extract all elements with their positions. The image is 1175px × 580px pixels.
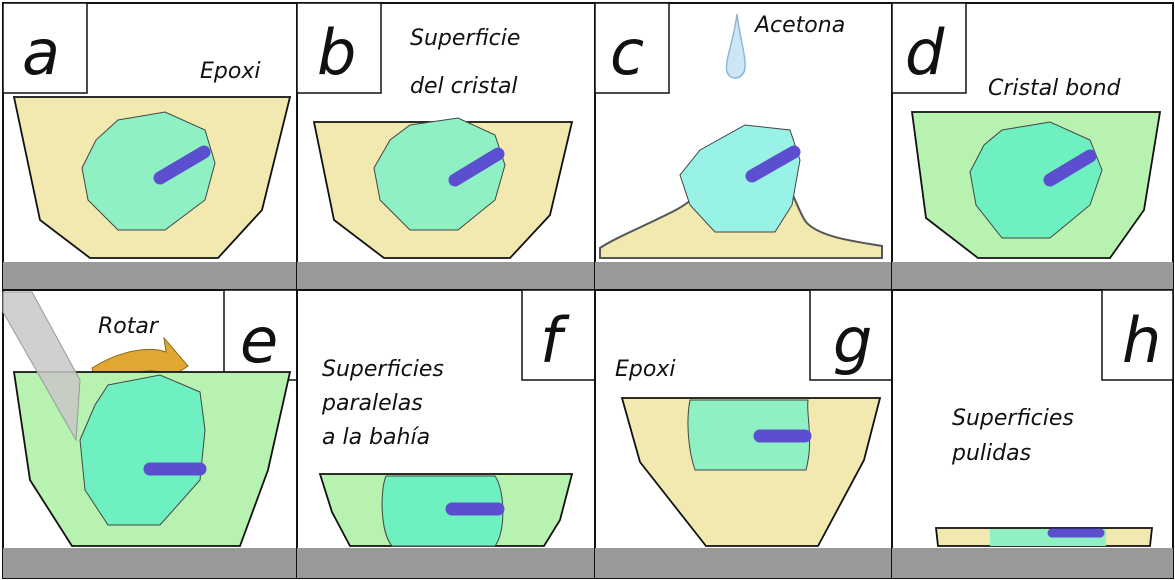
base-plate bbox=[892, 262, 1173, 290]
letter-box bbox=[1101, 289, 1174, 381]
crystal bbox=[79, 374, 206, 526]
annotation-line: a la bahía bbox=[322, 425, 430, 450]
epoxy-mount bbox=[620, 397, 882, 547]
panel-a: a Epoxi bbox=[2, 2, 298, 291]
crystal bbox=[969, 121, 1103, 239]
letter-box bbox=[296, 2, 382, 94]
base-plate bbox=[3, 548, 297, 578]
crystal bbox=[373, 117, 506, 231]
base-plate bbox=[297, 548, 595, 578]
annotation-line: Superficies bbox=[322, 357, 444, 382]
letter-box bbox=[891, 2, 967, 94]
annotation-line: del cristal bbox=[410, 74, 518, 99]
melt-inclusion bbox=[745, 145, 801, 183]
panel-letter: g bbox=[833, 304, 872, 377]
letter-box bbox=[521, 289, 596, 381]
acetone-drop bbox=[725, 13, 746, 79]
letter-box bbox=[594, 2, 670, 94]
panel-c: c Acetona bbox=[594, 2, 893, 291]
panel-letter: e bbox=[240, 304, 278, 377]
melt-inclusion bbox=[448, 147, 505, 187]
base-plate bbox=[892, 548, 1173, 578]
letter-box bbox=[2, 2, 88, 94]
base-plate bbox=[595, 262, 892, 290]
panel-g: g Epoxi bbox=[594, 289, 893, 579]
letter-box bbox=[223, 289, 298, 381]
annotation-line: Epoxi bbox=[200, 59, 260, 84]
annotation-line: Acetona bbox=[753, 13, 845, 38]
panel-f: f Superficies paralelas a la bahía bbox=[296, 289, 596, 579]
panel-b: b Superficie del cristal bbox=[296, 2, 596, 291]
panel-letter: b bbox=[317, 16, 356, 89]
annotation-line: paralelas bbox=[321, 391, 423, 416]
crystal bbox=[81, 111, 216, 231]
annotation-line: Superficie bbox=[410, 26, 520, 51]
crystal bbox=[381, 475, 504, 547]
annotation-line: Superficies bbox=[952, 406, 1074, 431]
annotation-line: Cristal bond bbox=[988, 76, 1122, 101]
base-plate bbox=[3, 262, 297, 290]
panel-e: e Rotar bbox=[2, 289, 298, 579]
annotation-line: pulidas bbox=[951, 441, 1031, 466]
panel-h: h Superficies pulidas bbox=[891, 289, 1174, 579]
crystal bbox=[687, 399, 811, 471]
annotation-line: Epoxi bbox=[615, 357, 675, 382]
annotation-line: Rotar bbox=[98, 314, 160, 339]
base-plate bbox=[595, 548, 892, 578]
crystal bbox=[679, 124, 801, 233]
saw-blade-icon bbox=[2, 291, 81, 442]
panel-letter: a bbox=[22, 16, 60, 89]
panel-letter: d bbox=[905, 16, 945, 89]
base-plate bbox=[297, 262, 595, 290]
melt-inclusion bbox=[153, 145, 211, 185]
panel-letter: h bbox=[1122, 304, 1161, 377]
melt-inclusion bbox=[1043, 149, 1097, 187]
letter-box bbox=[809, 289, 893, 381]
panel-d: d Cristal bond bbox=[891, 2, 1174, 291]
panel-letter: c bbox=[610, 16, 644, 89]
